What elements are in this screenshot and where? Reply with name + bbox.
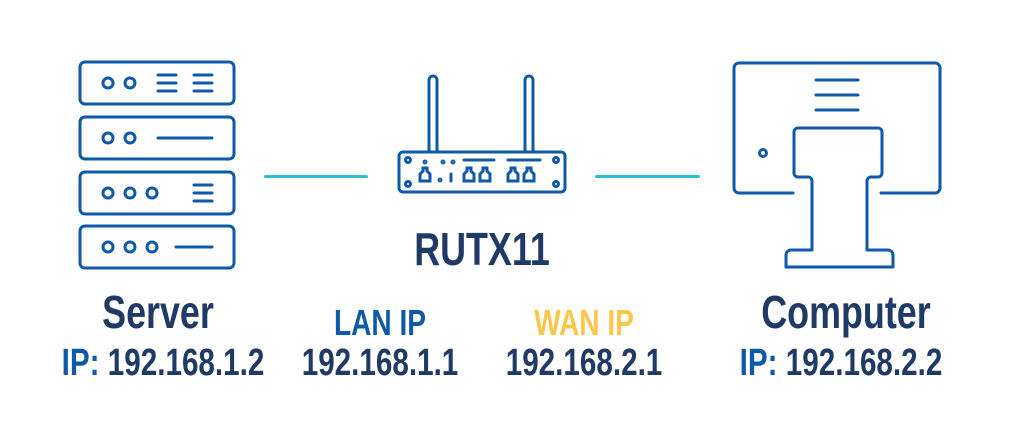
computer-ip-label: IP: (739, 342, 778, 384)
server-ip-line: IP: 192.168.1.2 (58, 342, 269, 385)
computer-name: Computer (761, 286, 931, 338)
computer-ip-line: IP: 192.168.2.2 (728, 342, 954, 385)
router-name: RUTX11 (414, 223, 550, 275)
monitor-icon (730, 60, 946, 272)
lan-ip-label: LAN IP (333, 302, 427, 343)
server-rack-icon (78, 60, 238, 270)
wan-ip-label: WAN IP (534, 302, 634, 343)
computer-ip-value: 192.168.2.2 (785, 342, 943, 384)
server-ip-label: IP: (61, 342, 100, 384)
lan-ip-value: 192.168.1.1 (301, 342, 459, 384)
server-name: Server (102, 286, 214, 338)
router-icon (396, 72, 568, 196)
wan-ip-value: 192.168.2.1 (505, 342, 663, 384)
link-line-server-router (264, 175, 368, 178)
link-line-router-computer (595, 175, 700, 178)
server-ip-value: 192.168.1.2 (107, 342, 265, 384)
